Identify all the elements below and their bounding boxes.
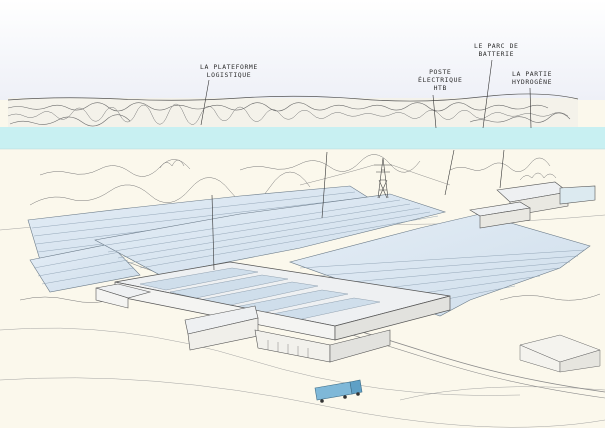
side-houses	[519, 334, 601, 373]
label-logistics-platform-line1: La plateforme	[200, 63, 258, 71]
sky	[0, 0, 605, 100]
label-logistics-platform-line2: logistique	[206, 71, 252, 79]
label-htb-substation-line3: HTB	[433, 84, 447, 92]
label-hydrogen-section-line2: hydrogène	[512, 78, 553, 86]
label-hydrogen-section: La partie hydrogène	[512, 70, 552, 86]
label-htb-substation-line1: Poste	[429, 68, 452, 76]
label-battery-park-line1: Le parc de	[474, 42, 519, 50]
logistics-building	[95, 261, 451, 363]
solar-field-right	[288, 213, 591, 317]
label-battery-park-line2: batterie	[478, 50, 515, 58]
label-hydrogen-section-line1: La partie	[512, 70, 553, 78]
label-htb-substation: Poste électrique HTB	[418, 68, 462, 92]
truck	[314, 379, 363, 403]
right-buildings	[469, 181, 596, 229]
pylon	[374, 157, 392, 199]
label-htb-substation-line2: électrique	[418, 76, 463, 84]
power-lines	[299, 164, 451, 186]
distant-landscape	[7, 93, 579, 128]
label-leaders	[200, 59, 532, 271]
solar-field-far-left	[29, 243, 141, 293]
label-logistics-platform: La plateforme logistique	[200, 63, 258, 79]
label-battery-park: Le parc de batterie	[474, 42, 518, 58]
water-band	[0, 127, 605, 149]
